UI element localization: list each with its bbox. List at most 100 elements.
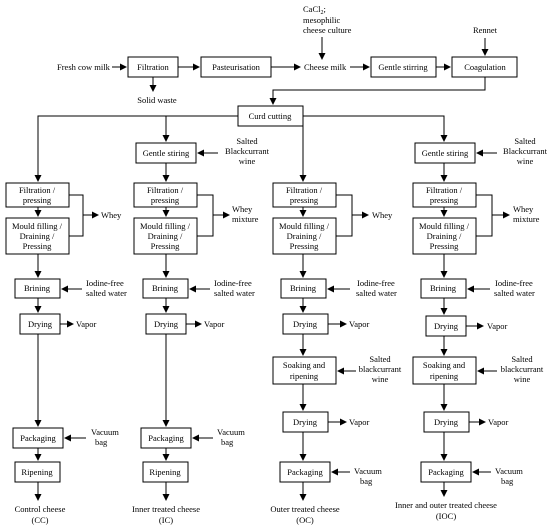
cc-filtration-label-1: Filtration / bbox=[19, 185, 56, 195]
cc-mould-label-1: Mould filling / bbox=[12, 221, 63, 231]
fresh-milk-label: Fresh cow milk bbox=[57, 62, 111, 72]
oc-filtration-label-2: pressing bbox=[290, 195, 319, 205]
cacl2-label: CaCl2; bbox=[303, 4, 326, 16]
ic-filtration-label-1: Filtration / bbox=[147, 185, 184, 195]
ioc-water-label-2: salted water bbox=[494, 288, 535, 298]
ioc-mould-label-3: Pressing bbox=[430, 241, 460, 251]
oc-mould-label-1: Mould filling / bbox=[279, 221, 330, 231]
cc-output-code: (CC) bbox=[32, 515, 49, 525]
ioc-whey-label-1: Whey bbox=[513, 204, 534, 214]
cc-whey-bracket bbox=[69, 194, 84, 237]
cc-ripening-label: Ripening bbox=[21, 467, 53, 477]
ioc-wine-2-label-1: Salted bbox=[511, 354, 533, 364]
oc-packaging-box bbox=[279, 461, 331, 483]
ic-whey-label-1: Whey bbox=[232, 204, 253, 214]
coagulation-label: Coagulation bbox=[464, 62, 506, 72]
cc-whey-label: Whey bbox=[101, 210, 122, 220]
ioc-vapor-label: Vapor bbox=[487, 321, 507, 331]
oc-filtration-label-1: Filtration / bbox=[286, 185, 323, 195]
ioc-wine-label-1: Salted bbox=[514, 136, 536, 146]
cc-output-name: Control cheese bbox=[15, 504, 66, 514]
ic-vapor-label: Vapor bbox=[204, 319, 224, 329]
ioc-soaking-box bbox=[412, 356, 477, 385]
culture-label-1: mesophilic bbox=[303, 15, 341, 25]
cc-packaging-label: Packaging bbox=[20, 433, 56, 443]
oc-vapor-label: Vapor bbox=[349, 319, 369, 329]
arrow-split-branch-cc bbox=[34, 115, 238, 182]
cc-water-label-2: salted water bbox=[86, 288, 127, 298]
ioc-vacuum-label-2: bag bbox=[501, 476, 514, 486]
ic-output-code: (IC) bbox=[159, 515, 173, 525]
curd-cutting-label: Curd cutting bbox=[249, 111, 292, 121]
cc-mould-label-3: Pressing bbox=[23, 241, 53, 251]
oc-soaking-box bbox=[272, 356, 337, 385]
arrow-coagulation-to-curd-cutting bbox=[269, 77, 486, 105]
ic-mould-label-1: Mould filling / bbox=[140, 221, 191, 231]
oc-vacuum-label-2: bag bbox=[360, 476, 373, 486]
ic-wine-label-1: Salted bbox=[236, 136, 258, 146]
rennet-label: Rennet bbox=[473, 25, 498, 35]
cc-filtration-label-2: pressing bbox=[23, 195, 52, 205]
ioc-packaging-label: Packaging bbox=[428, 467, 464, 477]
ic-packaging-label: Packaging bbox=[148, 433, 184, 443]
ioc-gentle-stiring-label: Gentle stiring bbox=[422, 148, 469, 158]
ioc-drying-label: Drying bbox=[434, 321, 459, 331]
oc-water-label-2: salted water bbox=[356, 288, 397, 298]
ioc-soaking-label-2: ripening bbox=[430, 371, 459, 381]
solid-waste-label: Solid waste bbox=[137, 95, 177, 105]
pasteurisation-label: Pasteurisation bbox=[212, 62, 260, 72]
ioc-gentle-stiring-box bbox=[414, 142, 476, 164]
ioc-wine-label-2: Blackcurrant bbox=[503, 146, 548, 156]
oc-mould-box bbox=[272, 217, 337, 255]
ioc-brining-label: Brining bbox=[430, 283, 457, 293]
culture-label-2: cheese culture bbox=[303, 25, 352, 35]
ioc-whey-label-2: mixture bbox=[513, 214, 540, 224]
oc-output-code: (OC) bbox=[296, 515, 314, 525]
ic-water-label-1: Iodine-free bbox=[214, 278, 252, 288]
oc-wine-label-3: wine bbox=[372, 374, 389, 384]
ic-filtration-pressing-box bbox=[133, 182, 198, 208]
ic-wine-label-2: Blackcurrant bbox=[225, 146, 270, 156]
oc-filtration-pressing-box bbox=[272, 182, 337, 208]
ioc-wine-2-label-3: wine bbox=[514, 374, 531, 384]
ic-mould-label-3: Pressing bbox=[151, 241, 181, 251]
cc-drying-label: Drying bbox=[28, 319, 53, 329]
ioc-output-name: Inner and outer treated cheese bbox=[395, 500, 497, 510]
oc-packaging-label: Packaging bbox=[287, 467, 323, 477]
ioc-packaging-box bbox=[420, 461, 472, 483]
ic-vacuum-label-1: Vacuum bbox=[217, 427, 245, 437]
oc-water-label-1: Iodine-free bbox=[357, 278, 395, 288]
ioc-filtration-label-2: pressing bbox=[430, 195, 459, 205]
ic-whey-bracket bbox=[197, 194, 214, 237]
ioc-whey-bracket bbox=[476, 194, 493, 237]
oc-mould-label-3: Pressing bbox=[290, 241, 320, 251]
ic-brining-label: Brining bbox=[152, 283, 179, 293]
oc-mould-label-2: Draining / bbox=[287, 231, 322, 241]
ioc-water-label-1: Iodine-free bbox=[495, 278, 533, 288]
cc-mould-label-2: Draining / bbox=[20, 231, 55, 241]
cc-brining-label: Brining bbox=[24, 283, 51, 293]
oc-vacuum-label-1: Vacuum bbox=[354, 466, 382, 476]
ioc-vapor-2-label: Vapor bbox=[488, 417, 508, 427]
ic-mould-box bbox=[133, 217, 198, 255]
oc-whey-label: Whey bbox=[372, 210, 393, 220]
oc-drying-label: Drying bbox=[293, 319, 318, 329]
ioc-mould-label-2: Draining / bbox=[427, 231, 462, 241]
oc-wine-label-1: Salted bbox=[369, 354, 391, 364]
oc-soaking-label-1: Soaking and bbox=[283, 360, 326, 370]
oc-vapor-2-label: Vapor bbox=[349, 417, 369, 427]
gentle-stirring-label: Gentle stirring bbox=[378, 62, 428, 72]
oc-output-name: Outer treated cheese bbox=[270, 504, 340, 514]
ic-output-name: Inner treated cheese bbox=[132, 504, 200, 514]
ic-gentle-stiring-label: Gentle stiring bbox=[143, 148, 190, 158]
ic-wine-label-3: wine bbox=[239, 156, 256, 166]
cc-vapor-label: Vapor bbox=[76, 319, 96, 329]
filtration-label: Filtration bbox=[137, 62, 169, 72]
cc-vacuum-label-1: Vacuum bbox=[91, 427, 119, 437]
oc-wine-label-2: blackcurrant bbox=[359, 364, 402, 374]
ioc-wine-label-3: wine bbox=[517, 156, 534, 166]
ioc-vacuum-label-1: Vacuum bbox=[495, 466, 523, 476]
arrow-split-branch-ioc bbox=[303, 115, 448, 142]
ic-ripening-label: Ripening bbox=[149, 467, 181, 477]
